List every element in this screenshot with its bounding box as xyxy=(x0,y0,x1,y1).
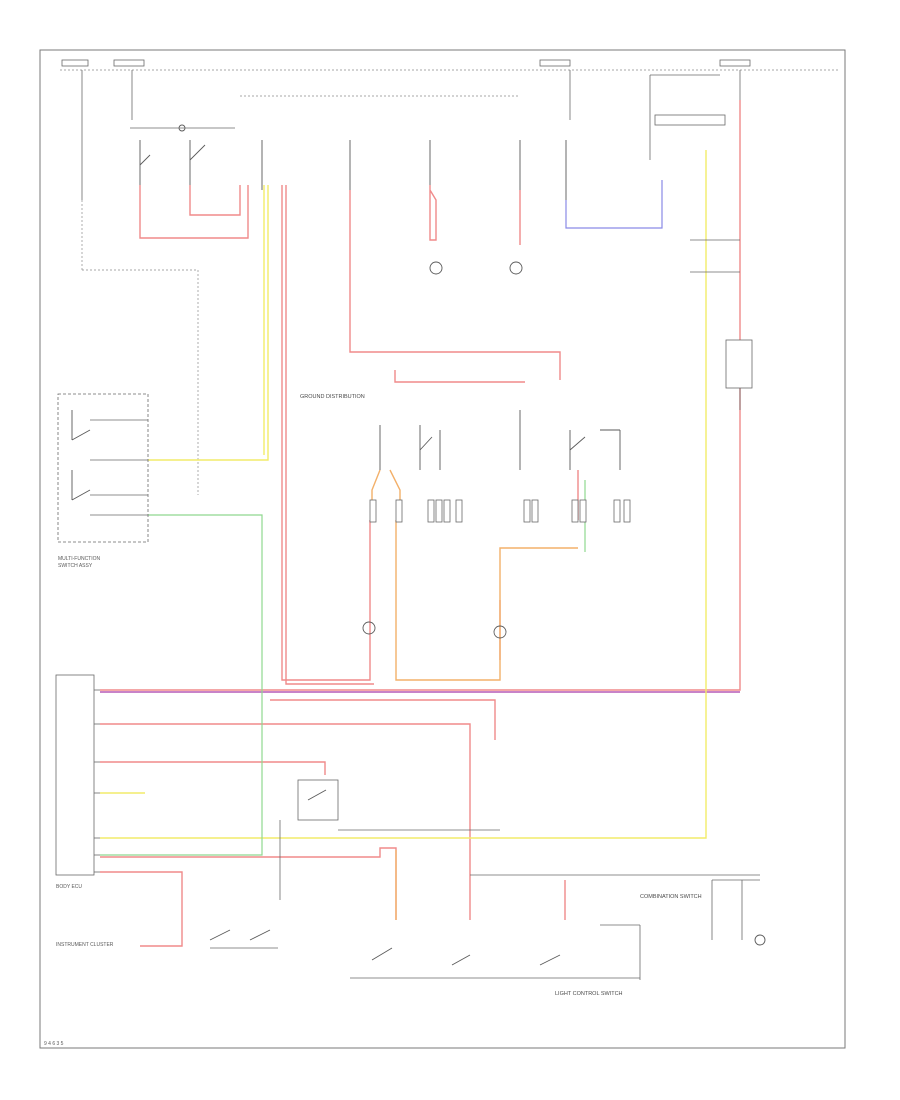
relay xyxy=(279,779,500,900)
lamp-icon xyxy=(754,934,766,946)
orange-wires xyxy=(371,469,578,920)
svg-text:BODY ECU: BODY ECU xyxy=(56,884,82,890)
left-switch-module: MULTI-FUNCTION SWITCH ASSY xyxy=(57,393,149,569)
diagram-frame xyxy=(39,49,846,1049)
ground-dist-label: GROUND DISTRIBUTION xyxy=(300,394,365,400)
header-labels xyxy=(61,59,751,67)
central-switch-group xyxy=(369,410,631,523)
top-bus xyxy=(60,69,840,495)
lamps xyxy=(362,261,766,946)
combination-switch-label: COMBINATION SWITCH xyxy=(640,894,702,900)
svg-text:MULTI-FUNCTION: MULTI-FUNCTION xyxy=(58,556,101,562)
upper-switch-bank xyxy=(130,124,567,200)
svg-text:SWITCH ASSY: SWITCH ASSY xyxy=(58,563,93,569)
lamp-icon xyxy=(429,261,443,275)
blue-wire xyxy=(565,180,663,229)
svg-text:INSTRUMENT CLUSTER: INSTRUMENT CLUSTER xyxy=(56,942,114,948)
red-wires xyxy=(100,100,741,947)
left-ecu-block: BODY ECU INSTRUMENT CLUSTER xyxy=(55,674,114,948)
yellow-wires xyxy=(100,150,707,839)
diagram-code: 9 4 6 3 5 xyxy=(44,1041,64,1047)
green-wires xyxy=(100,480,586,856)
lamp-icon xyxy=(493,625,507,639)
component-labels: GROUND DISTRIBUTION COMBINATION SWITCH L… xyxy=(300,394,702,997)
bottom-switches xyxy=(209,874,760,980)
lamp-icon xyxy=(362,621,376,635)
right-column xyxy=(654,114,753,410)
lamp-icon xyxy=(509,261,523,275)
light-control-switch-label: LIGHT CONTROL SWITCH xyxy=(555,991,623,997)
